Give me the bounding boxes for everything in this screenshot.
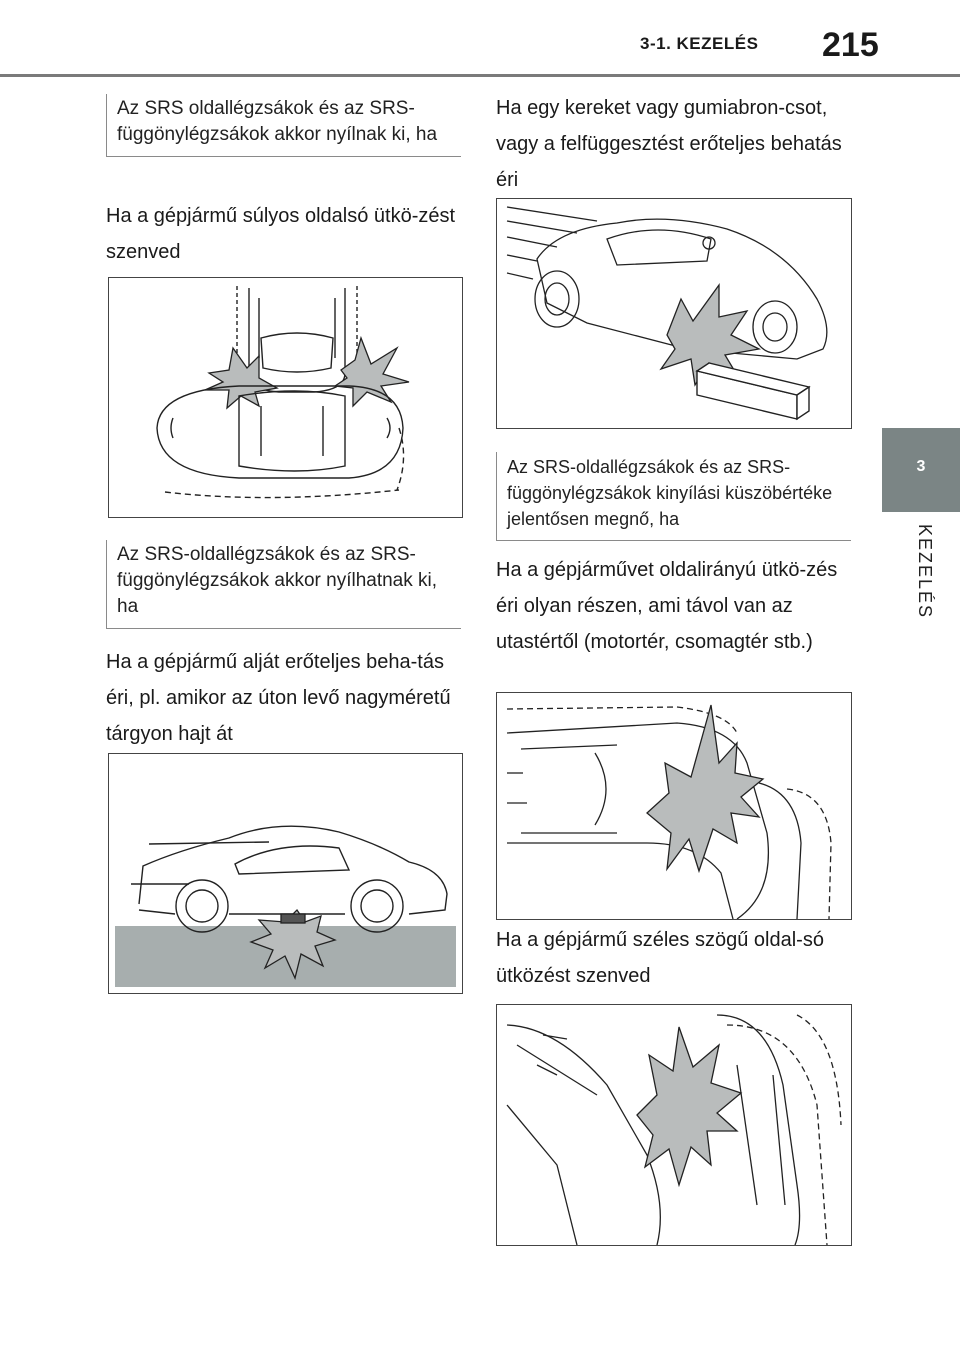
figure-non-cabin-impact [496, 692, 852, 920]
figure-wide-angle-collision [496, 1004, 852, 1246]
header-divider [0, 74, 960, 77]
chapter-tab [882, 428, 960, 512]
section-title: 3-1. KEZELÉS [640, 34, 759, 53]
condition-wide-angle-side-collision: Ha a gépjármű széles szögű oldal-só ütkö… [496, 929, 824, 987]
note-may-deploy: Az SRS-oldallégzsákok és az SRS-függönyl… [106, 540, 461, 629]
chapter-number: 3 [916, 458, 926, 475]
page-number: 215 [822, 26, 879, 64]
condition-non-cabin-side-impact: Ha a gépjárművet oldalirányú ütkö-zés ér… [496, 559, 838, 653]
condition-underbody-impact: Ha a gépjármű alját erőteljes beha-tás é… [106, 651, 451, 745]
figure-side-collision [108, 277, 463, 518]
figure-underbody-impact [108, 753, 463, 994]
condition-side-collision: Ha a gépjármű súlyos oldalsó ütkö-zést s… [106, 205, 456, 263]
chapter-label: KEZELÉS [915, 524, 935, 620]
figure-wheel-impact [496, 198, 852, 429]
condition-wheel-impact: Ha egy kereket vagy gumiabron-csot, vagy… [496, 97, 842, 191]
note-threshold-increase: Az SRS-oldallégzsákok és az SRS-függönyl… [496, 452, 851, 541]
note-deploy-condition: Az SRS oldallégzsákok és az SRS-függönyl… [106, 94, 461, 157]
